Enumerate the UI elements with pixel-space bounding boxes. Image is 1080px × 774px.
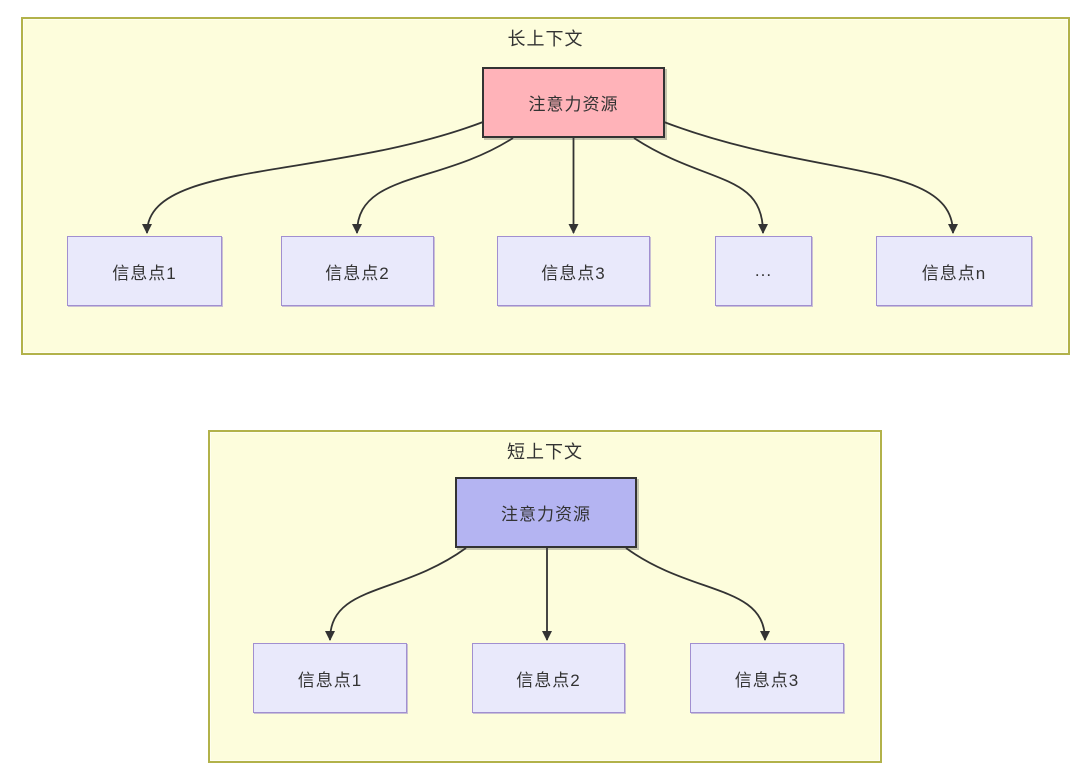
short-info-node-1: 信息点1	[253, 643, 407, 713]
short-context-title: 短上下文	[507, 442, 583, 462]
long-info-node-1: 信息点1	[67, 236, 222, 306]
short-info-node-2: 信息点2	[472, 643, 625, 713]
short-attention-node: 注意力资源	[455, 477, 637, 548]
long-info-node-2: 信息点2	[281, 236, 434, 306]
long-info-node-n: 信息点n	[876, 236, 1032, 306]
long-context-title: 长上下文	[507, 29, 584, 49]
long-attention-node: 注意力资源	[482, 67, 665, 138]
long-ellipsis-node: ...	[715, 236, 812, 306]
short-info-node-3: 信息点3	[690, 643, 844, 713]
long-info-node-3: 信息点3	[497, 236, 650, 306]
